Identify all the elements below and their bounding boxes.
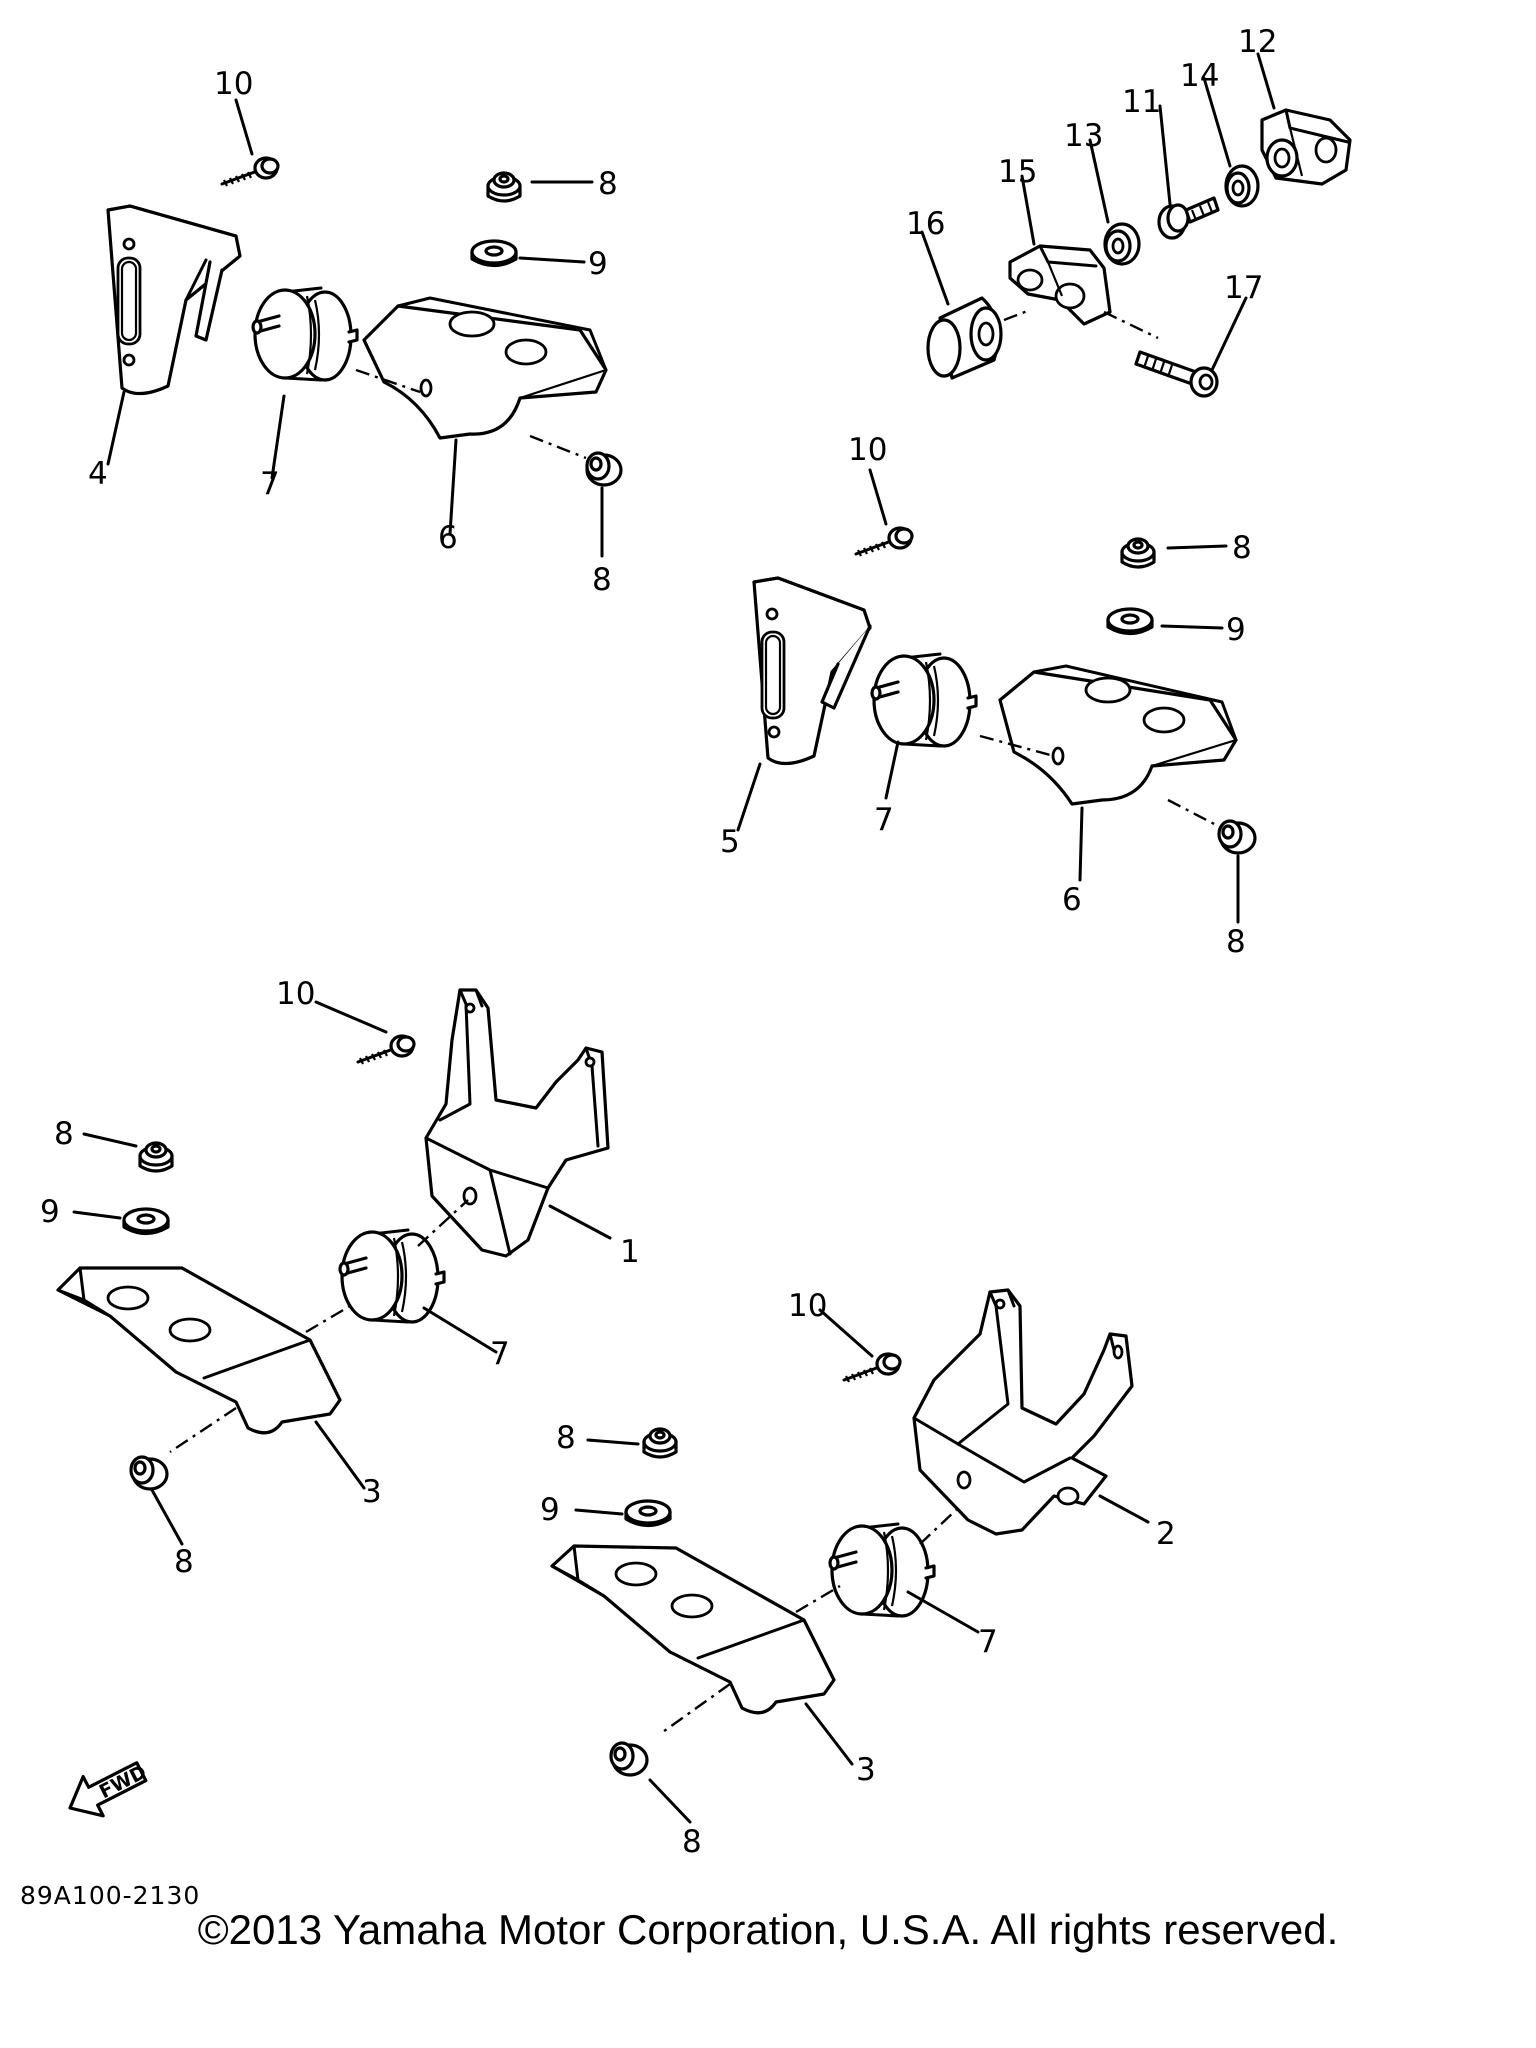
assembly-top-left <box>106 98 623 558</box>
callout-9: 9 <box>588 246 608 282</box>
callout-10: 10 <box>214 66 253 102</box>
bolt-10 <box>842 1352 902 1384</box>
callout-7: 7 <box>874 802 894 838</box>
bolt-10 <box>220 156 280 188</box>
bracket-4 <box>106 204 242 396</box>
washer-9 <box>122 1207 170 1236</box>
washer-9 <box>470 239 518 268</box>
callout-8: 8 <box>1226 924 1246 960</box>
nut-8-lower <box>1217 819 1257 855</box>
assembly-top-right <box>920 52 1352 398</box>
rubber-mount-7 <box>338 1228 446 1324</box>
callout-6: 6 <box>438 520 458 556</box>
bushing-16 <box>926 296 1003 380</box>
callout-13: 13 <box>1064 118 1103 154</box>
washer-9 <box>624 1499 672 1528</box>
callout-10: 10 <box>788 1288 827 1324</box>
callout-11: 11 <box>1122 84 1161 120</box>
bracket-15 <box>1008 244 1112 326</box>
callout-9: 9 <box>1226 612 1246 648</box>
assembly-bottom-left <box>56 988 612 1546</box>
callout-15: 15 <box>998 154 1037 190</box>
callout-16: 16 <box>906 206 945 242</box>
bolt-17 <box>1134 350 1219 398</box>
bolt-10 <box>356 1034 416 1066</box>
callout-labels: 10 8 9 4 7 6 8 12 14 11 13 15 16 17 10 8… <box>40 24 1277 1860</box>
callout-10: 10 <box>276 976 315 1012</box>
callout-8: 8 <box>556 1420 576 1456</box>
callout-17: 17 <box>1224 270 1263 306</box>
nut-8-lower <box>585 451 623 487</box>
plate-6 <box>362 296 608 440</box>
callout-14: 14 <box>1180 58 1219 94</box>
nut-8 <box>642 1427 678 1459</box>
nut-8-lower <box>129 1455 169 1491</box>
screw-11 <box>1157 196 1220 240</box>
callout-7: 7 <box>260 466 280 502</box>
callout-1: 1 <box>620 1234 640 1270</box>
callout-8: 8 <box>174 1544 194 1580</box>
nut-8-lower <box>609 1741 649 1777</box>
nut-13 <box>1103 222 1141 266</box>
plate-6 <box>998 664 1238 806</box>
bolt-10 <box>854 526 914 558</box>
callout-12: 12 <box>1238 24 1277 60</box>
rubber-mount-7 <box>870 652 978 748</box>
callout-5: 5 <box>720 824 740 860</box>
bracket-1 <box>424 988 610 1258</box>
copyright-notice: ©2013 Yamaha Motor Corporation, U.S.A. A… <box>197 1906 1339 1953</box>
callout-8: 8 <box>592 562 612 598</box>
callout-2: 2 <box>1156 1516 1176 1552</box>
washer-9 <box>1106 607 1154 636</box>
rubber-mount-7 <box>251 286 359 382</box>
callout-9: 9 <box>40 1194 60 1230</box>
callout-3: 3 <box>362 1474 382 1510</box>
callout-10: 10 <box>848 432 887 468</box>
assembly-bottom-right <box>550 1288 1150 1824</box>
bracket-2 <box>912 1288 1134 1536</box>
callout-7: 7 <box>490 1336 510 1372</box>
callout-8: 8 <box>682 1824 702 1860</box>
callout-8: 8 <box>54 1116 74 1152</box>
bracket-5 <box>752 576 872 766</box>
assembly-middle <box>736 468 1257 924</box>
plate-3 <box>550 1544 836 1715</box>
callout-6: 6 <box>1062 882 1082 918</box>
callout-8: 8 <box>598 166 618 202</box>
callout-7: 7 <box>978 1624 998 1660</box>
drawing-code: 89A100-2130 <box>20 1881 200 1910</box>
nut-8 <box>486 171 522 203</box>
fwd-label: FWD <box>96 1761 150 1803</box>
fwd-arrow-icon: FWD <box>68 1761 150 1818</box>
callout-8: 8 <box>1232 530 1252 566</box>
nut-14 <box>1224 164 1260 208</box>
callout-9: 9 <box>540 1492 560 1528</box>
callout-3: 3 <box>856 1752 876 1788</box>
joint-12 <box>1260 108 1352 186</box>
rubber-mount-7 <box>828 1522 936 1618</box>
nut-8 <box>1120 537 1156 569</box>
plate-3 <box>56 1266 342 1435</box>
nut-8 <box>138 1141 174 1173</box>
callout-4: 4 <box>88 456 108 492</box>
